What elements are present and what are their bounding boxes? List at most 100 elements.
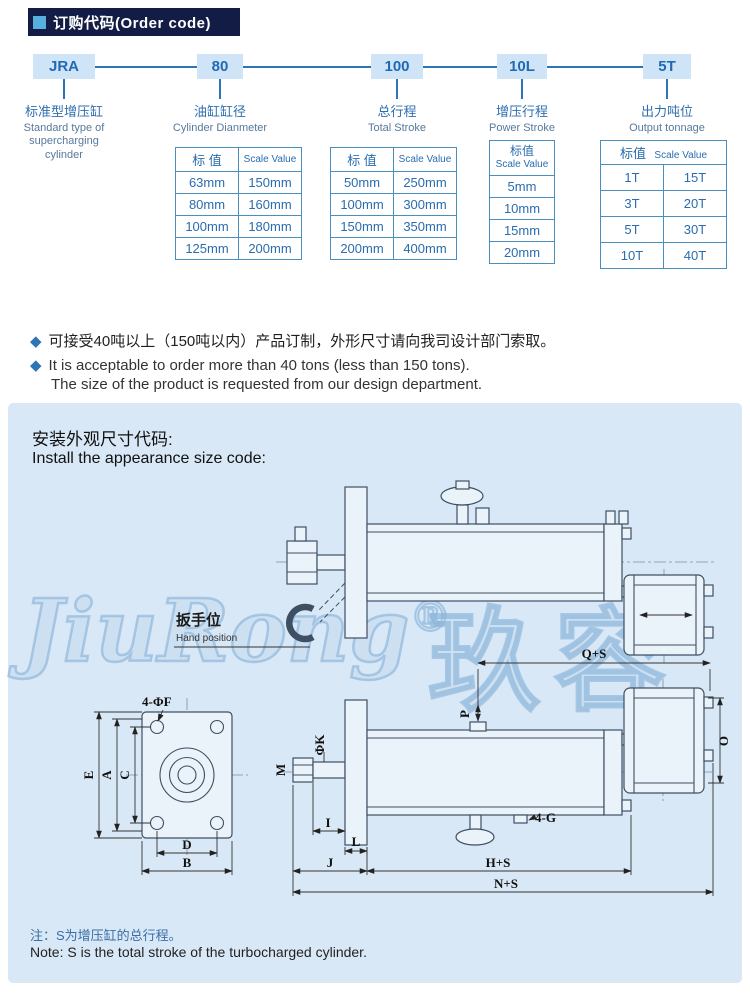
- panel-note-en: Note: S is the total stroke of the turbo…: [30, 944, 367, 960]
- label-stroke: 总行程 Total Stroke: [322, 101, 472, 135]
- label-jra-en2: supercharging: [29, 135, 99, 148]
- label-bore-cn: 油缸缸径: [193, 104, 246, 119]
- label-jra-en3: cylinder: [45, 148, 83, 161]
- label-power-stroke-en: Power Stroke: [488, 122, 556, 134]
- note-custom-order-en2-text: The size of the product is requested fro…: [51, 376, 483, 393]
- table-cell: 200mm: [330, 237, 394, 260]
- dim-label-k: ΦK: [312, 734, 327, 756]
- table-header-cell: 标值 Scale Value: [489, 140, 555, 176]
- table-cell: 180mm: [238, 215, 302, 238]
- note-custom-order-cn: ◆ 可接受40吨以上（150吨以内）产品订制，外形尺寸请向我司设计部门索取。: [30, 330, 555, 351]
- label-power-stroke-cn: 增压行程: [495, 104, 548, 119]
- dim-label-4g: 4-G: [535, 810, 556, 825]
- dim-label-i: I: [325, 815, 330, 830]
- flange-face-view: [141, 711, 233, 839]
- table-cell: 10mm: [489, 197, 555, 220]
- label-jra-cn: 标准型增压缸: [24, 104, 103, 119]
- table-cell: 300mm: [393, 193, 457, 216]
- table-cell: 15T: [663, 164, 727, 191]
- note-custom-order-cn-text: 可接受40吨以上（150吨以内）产品订制，外形尺寸请向我司设计部门索取。: [48, 333, 556, 350]
- drop-line-stroke: [396, 79, 398, 99]
- label-jra: 标准型增压缸 Standard type of supercharging cy…: [0, 101, 139, 162]
- order-code-segment-tonnage: 5T: [643, 54, 691, 79]
- drop-line-power-stroke: [521, 79, 523, 99]
- dim-label-a: A: [99, 770, 114, 780]
- section-header-banner: 订购代码(Order code): [28, 8, 240, 36]
- hand-position-label-cn: 扳手位: [176, 611, 221, 629]
- drop-line-bore: [219, 79, 221, 99]
- label-tonnage-cn: 出力吨位: [640, 104, 693, 119]
- label-stroke-en: Total Stroke: [367, 122, 427, 134]
- dim-label-l: L: [352, 834, 361, 849]
- table-cell: 150mm: [330, 215, 394, 238]
- banner-accent-square: [33, 15, 46, 29]
- table-header-cell: 标值 Scale Value: [600, 140, 727, 165]
- table-cell: 30T: [663, 216, 727, 243]
- dim-label-j: J: [327, 855, 334, 870]
- dim-label-m: M: [273, 764, 288, 776]
- table-cell: 160mm: [238, 193, 302, 216]
- cylinder-top-view: [286, 480, 714, 656]
- table-cell: 150mm: [238, 171, 302, 194]
- table-cell: 100mm: [330, 193, 394, 216]
- panel-note-cn: 注：S为增压缸的总行程。: [30, 928, 182, 943]
- note-custom-order-en2: The size of the product is requested fro…: [51, 376, 482, 393]
- dim-label-c: C: [117, 770, 132, 779]
- label-bore-en: Cylinder Dianmeter: [172, 122, 268, 134]
- dim-label-d: D: [182, 837, 191, 852]
- dimension-drawing: 扳手位 Hand position Q+S: [81, 480, 731, 896]
- label-bore: 油缸缸径 Cylinder Dianmeter: [145, 101, 295, 135]
- table-cell: 1T: [600, 164, 664, 191]
- table-cell: 10T: [600, 242, 664, 269]
- table-cell: 100mm: [175, 215, 239, 238]
- dim-label-hs: H+S: [486, 855, 511, 870]
- side-view-dimensions: M ΦK P O 4-G I L J H+: [273, 697, 731, 896]
- table-cell: 250mm: [393, 171, 457, 194]
- table-cell: 5mm: [489, 175, 555, 198]
- table-header-cell: Scale Value: [238, 147, 302, 172]
- diamond-bullet-icon: ◆: [30, 357, 42, 374]
- panel-title-en: Install the appearance size code:: [32, 450, 266, 467]
- table-cell: 350mm: [393, 215, 457, 238]
- table-cell: 400mm: [393, 237, 457, 260]
- dim-label-ns: N+S: [494, 876, 518, 891]
- diamond-bullet-icon: ◆: [30, 333, 42, 350]
- wrench-icon: [286, 603, 315, 643]
- table-header-cn: 标值: [619, 145, 646, 161]
- order-code-segment-power-stroke: 10L: [497, 54, 547, 79]
- dim-label-b: B: [183, 855, 192, 870]
- section-title: 订购代码(Order code): [53, 14, 212, 32]
- table-header-en: Scale Value: [495, 159, 549, 171]
- dim-label-p: P: [457, 710, 472, 718]
- hand-position-callout: 扳手位 Hand position: [174, 582, 346, 648]
- cylinder-bottom-view: [292, 687, 714, 846]
- table-cell: 15mm: [489, 219, 555, 242]
- order-code-segment-bore: 80: [197, 54, 243, 79]
- table-header-cell: 标 值: [175, 147, 239, 172]
- table-cell: 5T: [600, 216, 664, 243]
- table-cell: 3T: [600, 190, 664, 217]
- table-header-cell: 标 值: [330, 147, 394, 172]
- note-custom-order-en1-text: It is acceptable to order more than 40 t…: [48, 357, 470, 374]
- label-jra-en1: Standard type of: [23, 122, 105, 134]
- label-stroke-cn: 总行程: [377, 104, 417, 119]
- table-cell: 40T: [663, 242, 727, 269]
- order-code-segment-jra: JRA: [33, 54, 95, 79]
- table-cell: 20mm: [489, 241, 555, 264]
- table-header-cn: 标值: [509, 144, 534, 159]
- power-stroke-table: 标值 Scale Value 5mm 10mm 15mm 20mm: [489, 140, 555, 264]
- table-cell: 125mm: [175, 237, 239, 260]
- drop-line-jra: [63, 79, 65, 99]
- table-header-en: Scale Value: [654, 149, 708, 161]
- note-custom-order-en1: ◆ It is acceptable to order more than 40 …: [30, 356, 470, 374]
- hand-position-label-en: Hand position: [176, 633, 237, 644]
- order-code-segment-stroke: 100: [371, 54, 423, 79]
- dim-label-e: E: [81, 771, 96, 780]
- flange-dimensions: 4-ΦF E A C D B: [81, 694, 233, 875]
- panel-title-cn: 安装外观尺寸代码:: [32, 430, 173, 449]
- label-tonnage: 出力吨位 Output tonnage: [592, 101, 742, 135]
